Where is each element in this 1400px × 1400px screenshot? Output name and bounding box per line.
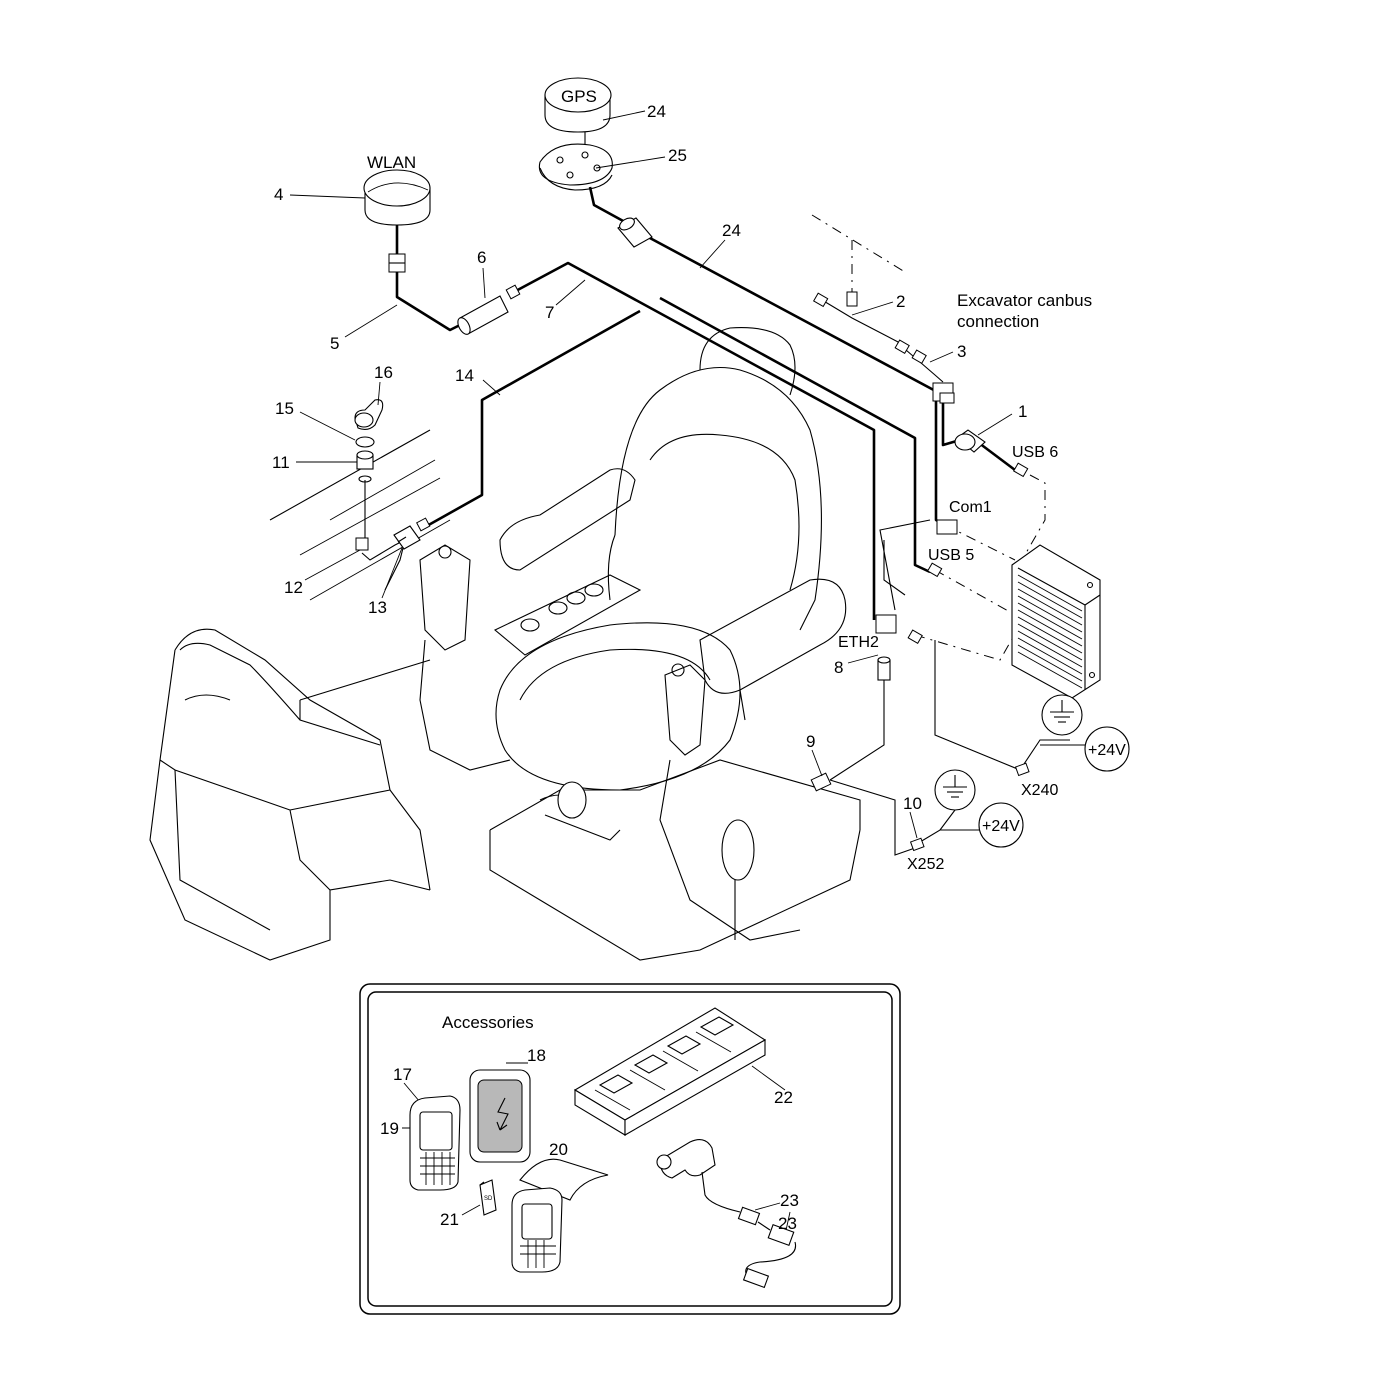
gps-antenna — [544, 77, 612, 150]
eth2-label: ETH2 — [838, 634, 879, 651]
ferrite-6 — [457, 284, 521, 335]
wlan-connector — [388, 253, 406, 273]
left-console — [149, 628, 431, 961]
sd-card-21 — [479, 1179, 497, 1216]
charging-cradle-22 — [573, 1007, 767, 1136]
text-labels: GPS WLAN Excavator canbus connection USB… — [367, 87, 1126, 1202]
com1-label: Com1 — [949, 499, 992, 516]
callout-23a: 23 — [780, 1191, 799, 1210]
oring-15 — [355, 436, 375, 448]
car-charger-23 — [656, 1139, 797, 1289]
dashed-lines — [811, 214, 1046, 661]
gps-label: GPS — [561, 87, 597, 106]
callout-17: 17 — [393, 1065, 412, 1084]
callout-18: 18 — [527, 1046, 546, 1065]
callout-25: 25 — [668, 146, 687, 165]
callout-4: 4 — [274, 185, 283, 204]
callout-11: 11 — [272, 453, 290, 472]
callout-21: 21 — [440, 1210, 459, 1229]
power-wires — [914, 640, 1085, 846]
plus24v-label-b: +24V — [982, 818, 1020, 835]
callout-22: 22 — [774, 1088, 793, 1107]
callout-3: 3 — [957, 342, 966, 361]
wlan-label: WLAN — [367, 153, 416, 172]
cab-floor-outline — [269, 429, 451, 720]
ferrite-8 — [877, 656, 891, 681]
callout-14: 14 — [455, 366, 474, 385]
cable-5 — [395, 220, 467, 332]
callout-7: 7 — [545, 303, 554, 322]
usb-cable-1 — [954, 429, 986, 453]
cable-7 — [511, 261, 876, 620]
canbus-label-line2: connection — [957, 312, 1039, 331]
cable-24 — [588, 186, 961, 447]
handheld-with-strap-20 — [511, 1158, 609, 1273]
callout-16: 16 — [374, 363, 393, 382]
x252-label: X252 — [907, 856, 944, 873]
callout-20: 20 — [549, 1140, 568, 1159]
callout-19: 19 — [380, 1119, 399, 1138]
plus24v-label-a: +24V — [1088, 742, 1126, 759]
usb6-label: USB 6 — [1012, 444, 1058, 461]
callout-8: 8 — [834, 658, 843, 677]
cable-8-9 — [829, 680, 916, 856]
callout-numbers: 1 2 3 4 5 6 7 8 9 10 11 12 13 14 15 16 1… — [272, 102, 1027, 1233]
callout-9: 9 — [806, 732, 815, 751]
callout-5: 5 — [330, 334, 339, 353]
usb5-label: USB 5 — [928, 547, 974, 564]
canbus-label-line1: Excavator canbus — [957, 291, 1092, 310]
operator-seat — [419, 327, 861, 961]
callout-24a: 24 — [647, 102, 666, 121]
cable-14 — [424, 296, 931, 574]
cap-16 — [354, 399, 384, 431]
plus24v-b — [978, 802, 1024, 848]
leader-lines — [289, 110, 1013, 1236]
ground-symbol-a — [1041, 694, 1083, 736]
callout-10: 10 — [903, 794, 922, 813]
control-unit — [1011, 544, 1101, 699]
accessories-label: Accessories — [442, 1013, 534, 1032]
callout-1: 1 — [1018, 402, 1027, 421]
sd-label: SD — [484, 1196, 493, 1202]
callout-15: 15 — [275, 399, 294, 418]
callout-6: 6 — [477, 248, 486, 267]
x240-label: X240 — [1021, 782, 1058, 799]
accessories-frame — [359, 983, 901, 1315]
callout-13: 13 — [368, 598, 387, 617]
callout-23b: 23 — [778, 1214, 797, 1233]
wlan-antenna — [363, 169, 431, 226]
protective-case-18 — [469, 1069, 531, 1163]
plug-11 — [356, 450, 374, 483]
plus24v-a — [1084, 726, 1130, 772]
callout-12: 12 — [284, 578, 303, 597]
callout-24b: 24 — [722, 221, 741, 240]
handheld-device-17 — [409, 1095, 461, 1191]
callout-2: 2 — [896, 292, 905, 311]
connector-13 — [393, 525, 421, 550]
ferrite-core-24 — [617, 217, 653, 248]
gps-mount-plate — [538, 143, 613, 191]
connectors — [355, 291, 1030, 852]
ground-symbol-b — [934, 769, 976, 811]
